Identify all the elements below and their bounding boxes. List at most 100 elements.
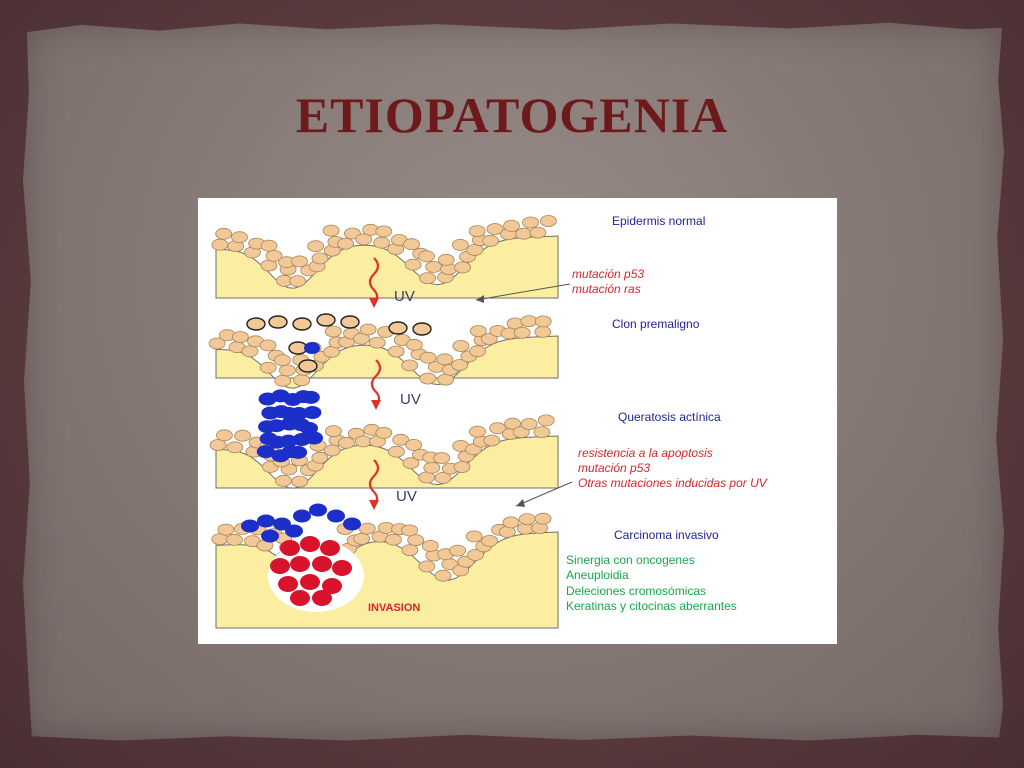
premalignant-cell <box>340 315 360 329</box>
pointer-head-2 <box>516 499 525 507</box>
atypical-keratinocyte <box>241 519 259 533</box>
carcinoma-cell <box>290 556 310 572</box>
keratinocyte-cell <box>515 227 533 240</box>
keratinocyte-cell <box>387 345 405 358</box>
atypical-keratinocyte <box>327 509 345 523</box>
keratinocyte-cell <box>404 258 422 271</box>
keratinocyte-cell <box>324 325 342 338</box>
keratinocyte-cell <box>434 471 452 484</box>
keratinocyte-cell <box>343 227 361 240</box>
note-aneuploidy: Aneuploidia <box>566 568 629 582</box>
keratinocyte-cell <box>469 345 486 358</box>
premalignant-cell <box>388 321 408 335</box>
keratinocyte-cell <box>323 444 341 457</box>
keratinocyte-cell <box>226 441 244 454</box>
atypical-keratinocyte <box>293 509 311 523</box>
keratinocyte-cell <box>260 239 278 252</box>
keratinocyte-cell <box>513 326 531 339</box>
slide-title: ETIOPATOGENIA <box>295 87 729 143</box>
pointer-line-2 <box>515 481 573 507</box>
keratinocyte-cell <box>405 338 423 351</box>
keratinocyte-cell <box>522 216 539 229</box>
keratinocyte-cell <box>375 225 393 238</box>
keratinocyte-cell <box>358 522 376 535</box>
uv-arrowhead-3 <box>369 500 379 510</box>
keratinocyte-cell <box>289 275 307 287</box>
keratinocyte-cell <box>311 451 329 464</box>
stage-label-normal: Epidermis normal <box>612 214 706 228</box>
keratinocyte-cell <box>502 516 520 529</box>
mutation-ras-label: mutación ras <box>572 282 641 296</box>
keratinocyte-cell <box>489 422 507 435</box>
atypical-keratinocyte <box>261 529 279 543</box>
keratinocyte-cell <box>401 359 419 372</box>
keratinocyte-cell <box>402 457 420 470</box>
keratinocyte-cell <box>353 532 371 545</box>
keratinocyte-cell <box>451 359 469 371</box>
uv-arrow-1 <box>368 257 380 305</box>
mutation-p53-label: mutación p53 <box>572 267 645 281</box>
note-keratins: Keratinas y citocinas aberrantes <box>566 599 737 613</box>
keratinocyte-cell <box>533 426 551 439</box>
keratinocyte-cell <box>407 534 425 547</box>
keratinocyte-cell <box>539 215 557 227</box>
keratinocyte-cell <box>259 361 277 374</box>
keratinocyte-cell <box>311 252 329 265</box>
keratinocyte-cell <box>512 426 530 439</box>
keratinocyte-cell <box>337 436 355 449</box>
keratinocyte-cell <box>466 244 484 256</box>
keratinocyte-cell <box>437 373 455 386</box>
keratinocyte-cell <box>403 238 421 251</box>
keratinocyte-cell <box>405 438 423 451</box>
keratinocyte-cell <box>275 474 292 487</box>
invasion-label: INVASION <box>368 602 421 614</box>
keratinocyte-cell <box>437 253 455 266</box>
pointer-head-1 <box>476 295 484 303</box>
apoptosis-resistance-label: resistencia a la apoptosis <box>578 446 713 460</box>
keratinocyte-cell <box>534 315 552 328</box>
uv-label-2: UV <box>400 391 421 408</box>
keratinocyte-cell <box>401 524 419 537</box>
atypical-keratinocyte <box>305 431 323 445</box>
atypical-keratinocyte <box>301 390 320 404</box>
carcinoma-cell <box>312 590 332 606</box>
keratinocyte-cell <box>534 325 552 338</box>
keratinocyte-cell <box>449 544 467 557</box>
carcinoma-cell <box>320 540 340 556</box>
premalignant-cell <box>316 313 336 327</box>
carcinoma-cell <box>300 574 320 590</box>
keratinocyte-cell <box>481 534 499 547</box>
keratinocyte-cell <box>232 331 249 343</box>
keratinocyte-cell <box>480 333 498 345</box>
carcinoma-cell <box>280 540 300 556</box>
uv-arrow-3 <box>368 459 380 507</box>
premalignant-cell <box>246 317 266 331</box>
keratinocyte-cell <box>537 414 555 427</box>
uv-mutations-label: Otras mutaciones inducidas por UV <box>578 476 767 490</box>
premalignant-cell <box>268 315 288 329</box>
keratinocyte-cell <box>355 233 373 246</box>
keratinocyte-cell <box>520 315 538 327</box>
keratinocyte-cell <box>209 439 227 451</box>
stage-label-premalignant: Clon premaligno <box>612 317 700 331</box>
note-deletions: Deleciones cromosómicas <box>566 584 707 598</box>
atypical-keratinocyte <box>303 406 322 419</box>
keratinocyte-cell <box>279 364 296 377</box>
keratinocyte-cell <box>375 426 393 439</box>
uv-label-1: UV <box>394 288 415 305</box>
keratinocyte-cell <box>293 374 311 387</box>
carcinoma-cell <box>322 578 342 594</box>
atypical-keratinocyte <box>273 517 291 531</box>
keratinocyte-cell <box>337 237 354 250</box>
atypical-keratinocyte <box>343 517 361 531</box>
atypical-keratinocyte <box>290 407 308 420</box>
keratinocyte-cell <box>274 354 291 367</box>
keratinocyte-cell <box>482 234 500 247</box>
keratinocyte-cell <box>421 539 439 552</box>
keratinocyte-cell <box>234 429 251 442</box>
keratinocyte-cell <box>291 475 309 488</box>
keratinocyte-cell <box>486 223 504 235</box>
keratinocyte-cell <box>469 425 486 438</box>
stage-label-actinic-keratosis: Queratosis actínica <box>618 410 721 424</box>
premalignant-cell <box>292 317 312 331</box>
